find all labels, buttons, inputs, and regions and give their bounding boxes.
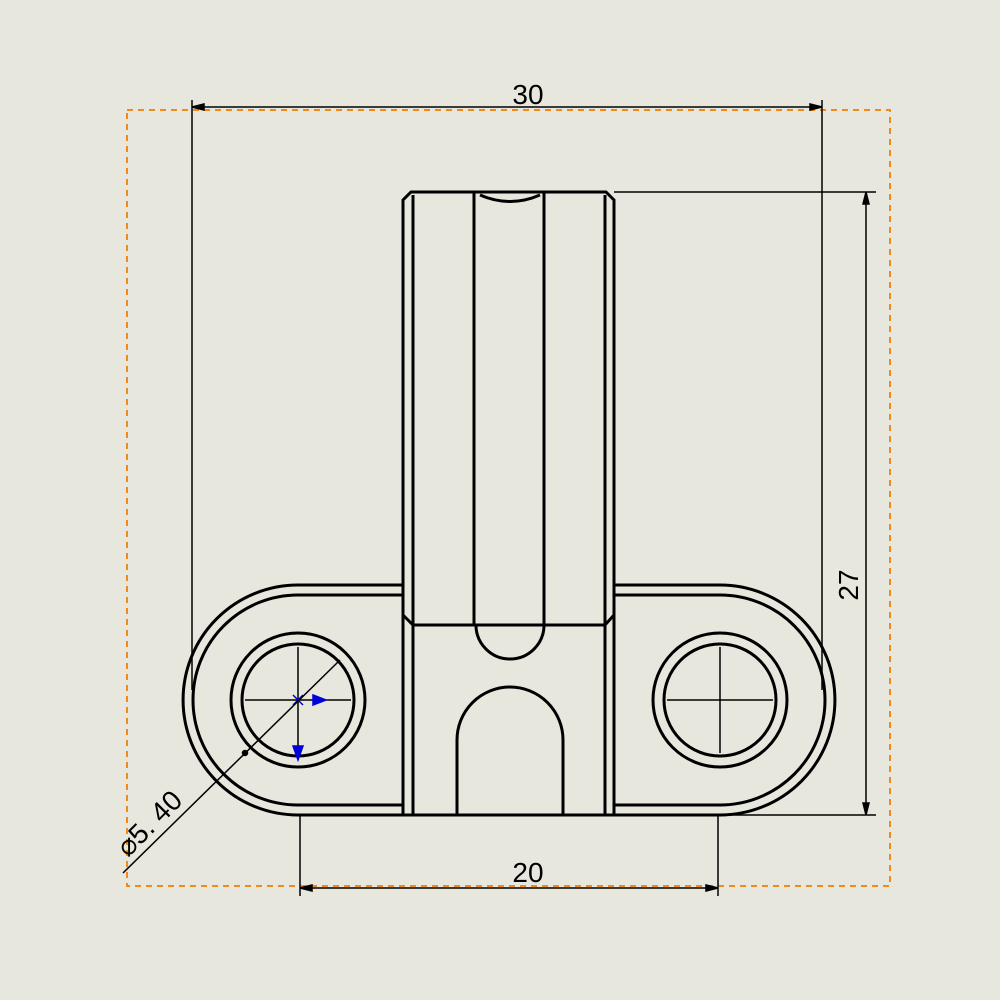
origin-marker-icon <box>291 693 329 763</box>
dimension-width-label[interactable]: 30 <box>512 79 543 110</box>
dimension-width[interactable] <box>191 100 823 690</box>
dimension-height-label[interactable]: 27 <box>833 569 864 600</box>
dimension-diameter-label[interactable]: ⌀5. 40 <box>110 784 188 862</box>
dimension-hole-spacing-label[interactable]: 20 <box>512 857 543 888</box>
dimension-hole-spacing[interactable] <box>299 815 719 896</box>
part-outline[interactable] <box>181 190 837 817</box>
dimension-height[interactable] <box>614 191 876 816</box>
hole-right[interactable] <box>651 631 789 769</box>
selection-bounding-box <box>126 109 891 887</box>
dimension-diameter[interactable] <box>122 659 341 874</box>
